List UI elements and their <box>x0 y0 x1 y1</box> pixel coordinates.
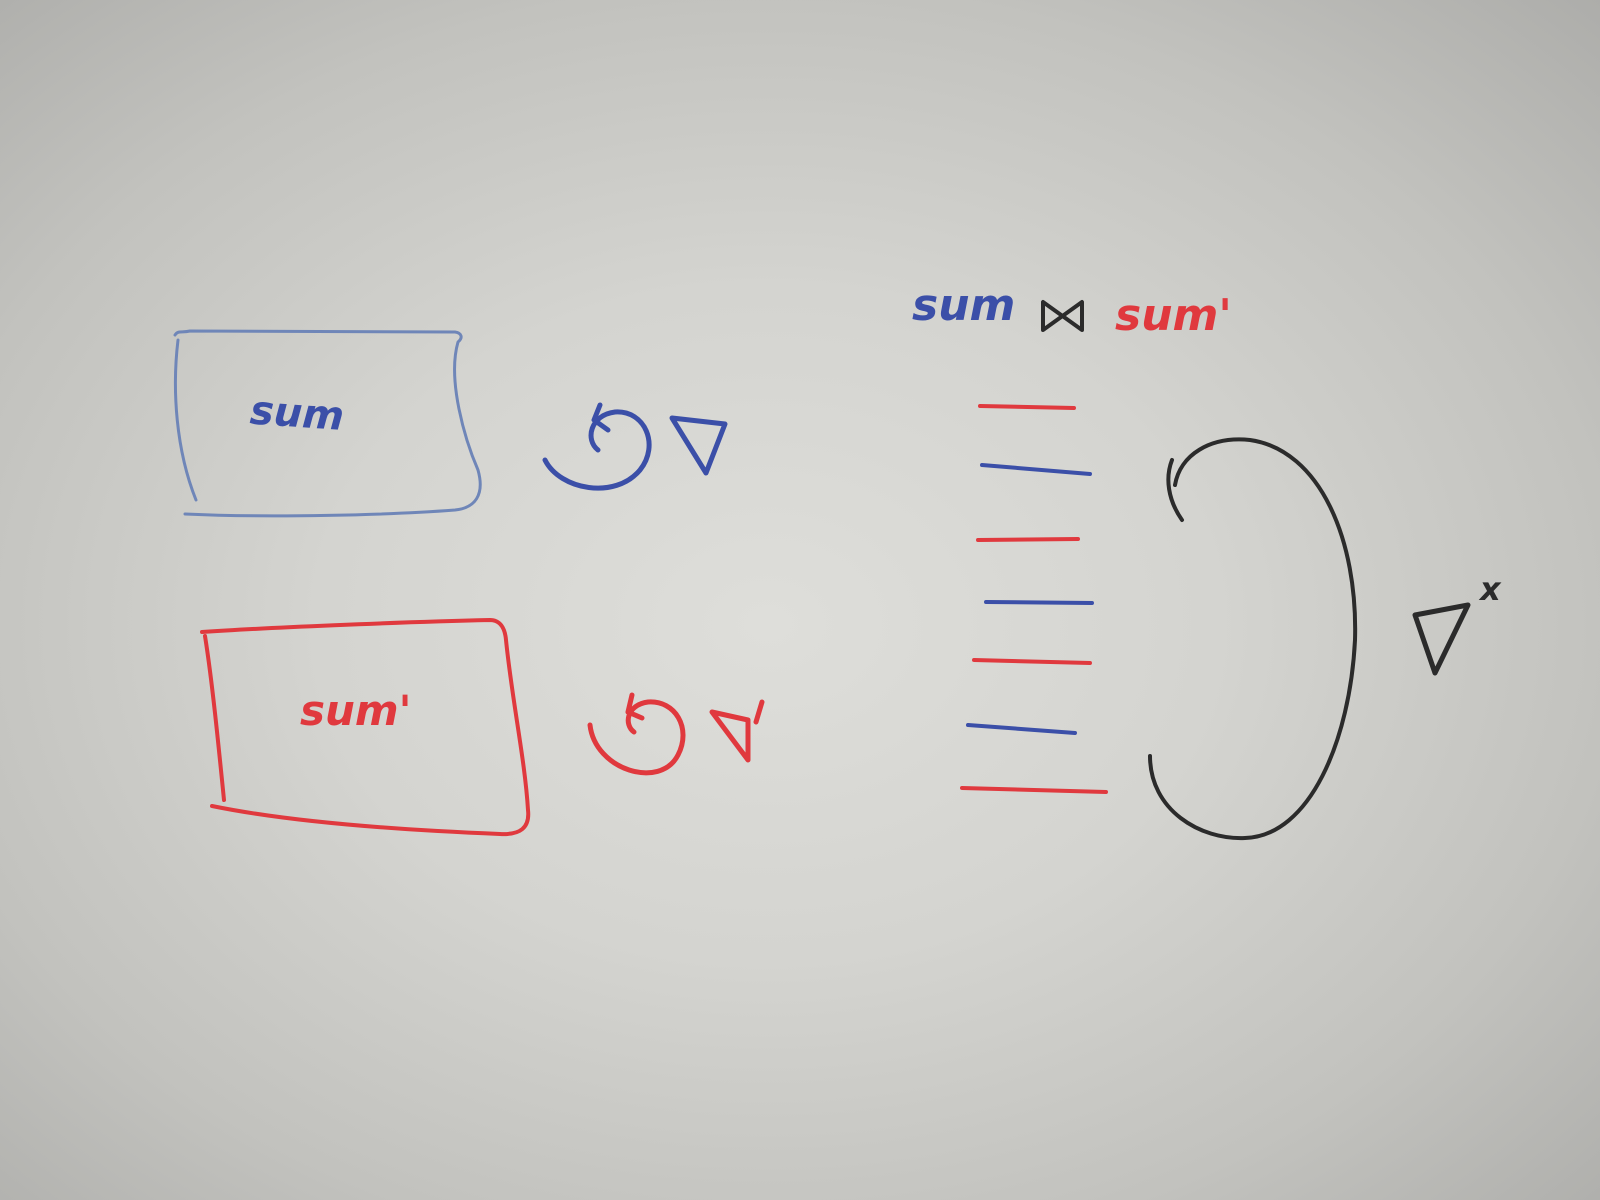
stripe-blue <box>980 463 1092 476</box>
bowtie-join-icon <box>1041 300 1084 332</box>
stripe-red <box>976 537 1080 542</box>
nabla-icon <box>669 415 728 476</box>
stripe-blue <box>984 600 1094 605</box>
cycle-arrow-icon <box>1148 437 1358 841</box>
blue-sum-box: sum <box>173 329 482 518</box>
nabla-superscript-x: x <box>1478 570 1502 608</box>
join-expression: sum sum' <box>912 280 1232 341</box>
nabla-star-icon <box>1412 602 1471 676</box>
stripe-red <box>978 404 1076 410</box>
stripe-blue <box>966 723 1077 735</box>
blue-box-frame <box>173 329 482 518</box>
stripe-red <box>960 786 1108 794</box>
blue-box-label: sum <box>249 388 346 440</box>
join-left-label: sum <box>912 280 1015 331</box>
red-box-frame <box>200 618 531 837</box>
stripe-column <box>960 404 1108 794</box>
red-box-label: sum' <box>300 686 412 735</box>
rotate-arrow-red-icon <box>587 692 686 776</box>
stripe-red <box>972 658 1092 665</box>
nabla-prime-icon <box>709 699 765 763</box>
rotate-arrow-icon <box>542 402 652 491</box>
red-sum-prime-box: sum' <box>200 618 531 837</box>
nabla-superscript: x <box>1412 570 1502 676</box>
join-right-label: sum' <box>1115 290 1232 341</box>
